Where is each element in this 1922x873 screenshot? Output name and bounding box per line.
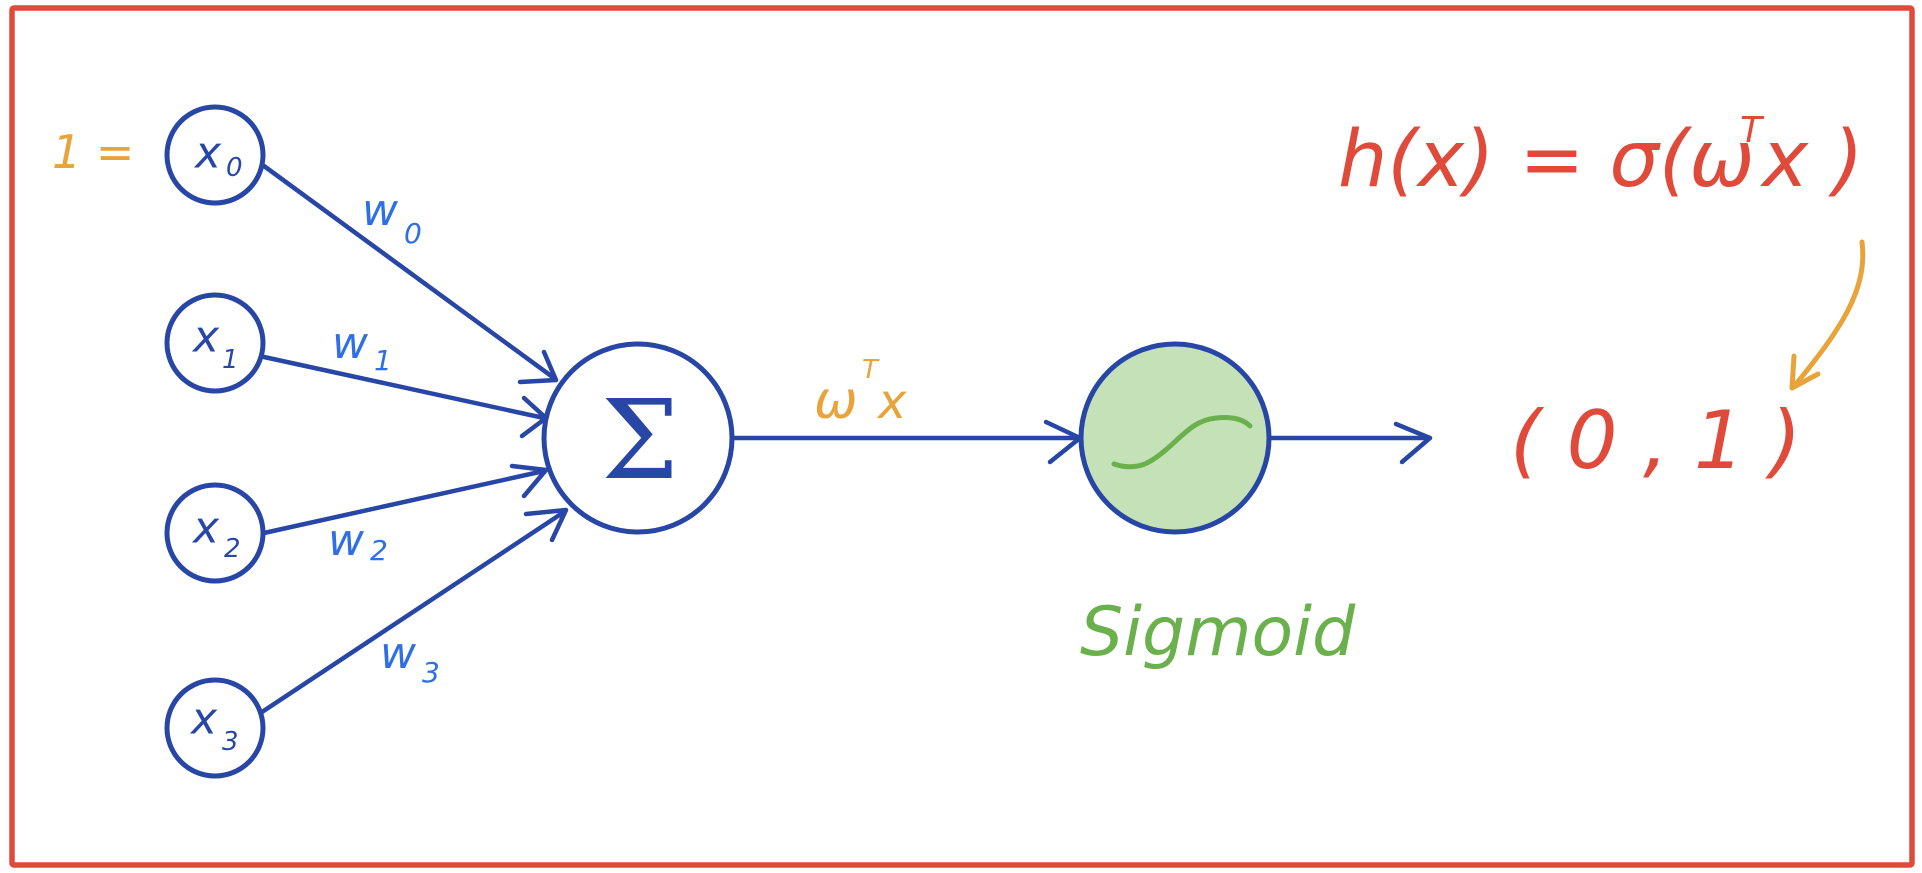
bias-label: 1 = — [52, 125, 134, 179]
input-symbol: x — [193, 128, 222, 179]
sigmoid-node — [1078, 341, 1272, 535]
input-symbol: x — [191, 312, 220, 363]
arrowhead-x2 — [509, 463, 549, 499]
weight-subscript: 1 — [374, 344, 392, 377]
formula-tail: x ) — [1759, 115, 1863, 205]
edge-x1 — [261, 354, 547, 421]
input-symbol: x — [191, 503, 220, 554]
linear-combination-label: ω T x — [814, 355, 907, 431]
sigmoid-curve-icon — [1111, 415, 1253, 470]
input-node-x3: x 3 — [164, 677, 266, 779]
formula-to-range-arrowhead — [1789, 353, 1821, 391]
input-symbol: x — [189, 694, 218, 745]
weight-symbol: w — [332, 318, 369, 369]
input-subscript: 1 — [222, 345, 239, 375]
input-node-circle — [164, 104, 266, 206]
weight-label-w3: w 3 — [380, 628, 440, 689]
weight-label-w1: w 1 — [332, 318, 392, 377]
sigmoid-node-circle — [1078, 341, 1272, 535]
linear-label-base: ω — [814, 371, 858, 431]
weight-subscript: 2 — [370, 534, 388, 567]
input-edges — [259, 163, 567, 715]
arrowhead-sigmoid — [1043, 419, 1083, 465]
linear-label-var: x — [876, 374, 907, 430]
arrowhead-x3 — [523, 507, 569, 543]
arrowhead-output — [1393, 421, 1433, 465]
edge-x3 — [259, 509, 567, 715]
input-node-circle — [164, 482, 266, 584]
formula: h(x) = σ(ω T x ) — [1338, 110, 1863, 205]
input-node-circle — [164, 292, 266, 394]
input-subscript: 3 — [222, 727, 239, 757]
weight-symbol: w — [328, 515, 365, 566]
weight-symbol: w — [380, 628, 417, 679]
sum-symbol: Σ — [601, 376, 679, 504]
input-node-x1: x 1 — [164, 292, 266, 394]
input-node-x2: x 2 — [164, 482, 266, 584]
weight-label-w0: w 0 — [362, 185, 422, 250]
formula-sup: T — [1740, 110, 1765, 151]
formula-to-range-arrow — [1793, 239, 1866, 387]
input-subscript: 0 — [226, 153, 243, 183]
formula-main: h(x) = σ(ω — [1338, 115, 1755, 205]
sum-node: Σ — [541, 341, 735, 535]
weight-label-w2: w 2 — [328, 515, 388, 567]
input-subscript: 2 — [224, 534, 241, 564]
output-range: ( 0 , 1 ) — [1510, 394, 1801, 487]
edge-x0 — [261, 163, 557, 381]
weight-subscript: 0 — [404, 217, 422, 250]
diagram-frame — [9, 5, 1915, 868]
sigmoid-label: Sigmoid — [1080, 593, 1356, 672]
linear-label-sup: T — [862, 355, 880, 385]
arrowhead-x0 — [517, 349, 559, 385]
edge-x2 — [261, 468, 547, 536]
input-node-circle — [164, 677, 266, 779]
weight-subscript: 3 — [422, 656, 440, 689]
input-node-x0: x 0 — [164, 104, 266, 206]
weight-symbol: w — [362, 185, 399, 236]
